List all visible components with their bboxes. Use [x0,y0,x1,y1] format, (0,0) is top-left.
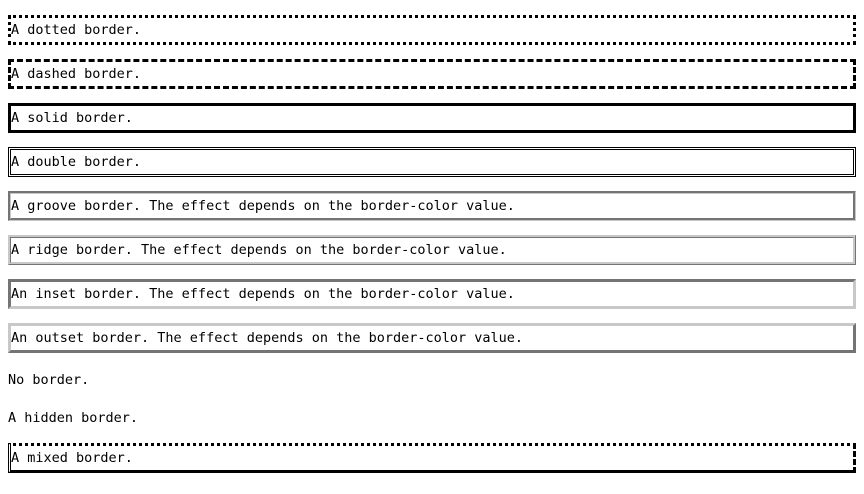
hidden-border-paragraph: A hidden border. [8,410,856,428]
mixed-border-paragraph: A mixed border. [8,443,856,473]
ridge-border-text: A ridge border. The effect depends on th… [11,242,507,258]
outset-border-paragraph: An outset border. The effect depends on … [8,323,856,353]
no-border-text: No border. [8,372,90,388]
double-border-text: A double border. [11,154,142,170]
inset-border-paragraph: An inset border. The effect depends on t… [8,279,856,309]
hidden-border-text: A hidden border. [8,410,139,426]
outset-border-text: An outset border. The effect depends on … [11,330,524,346]
solid-border-text: A solid border. [11,110,133,126]
dotted-border-text: A dotted border. [11,22,142,38]
mixed-border-text: A mixed border. [11,450,133,466]
inset-border-text: An inset border. The effect depends on t… [11,286,515,302]
dotted-border-paragraph: A dotted border. [8,15,856,45]
solid-border-paragraph: A solid border. [8,103,856,133]
dashed-border-paragraph: A dashed border. [8,59,856,89]
double-border-paragraph: A double border. [8,147,856,177]
no-border-paragraph: No border. [8,372,856,390]
ridge-border-paragraph: A ridge border. The effect depends on th… [8,235,856,265]
groove-border-paragraph: A groove border. The effect depends on t… [8,191,856,221]
groove-border-text: A groove border. The effect depends on t… [11,198,515,214]
dashed-border-text: A dashed border. [11,66,142,82]
